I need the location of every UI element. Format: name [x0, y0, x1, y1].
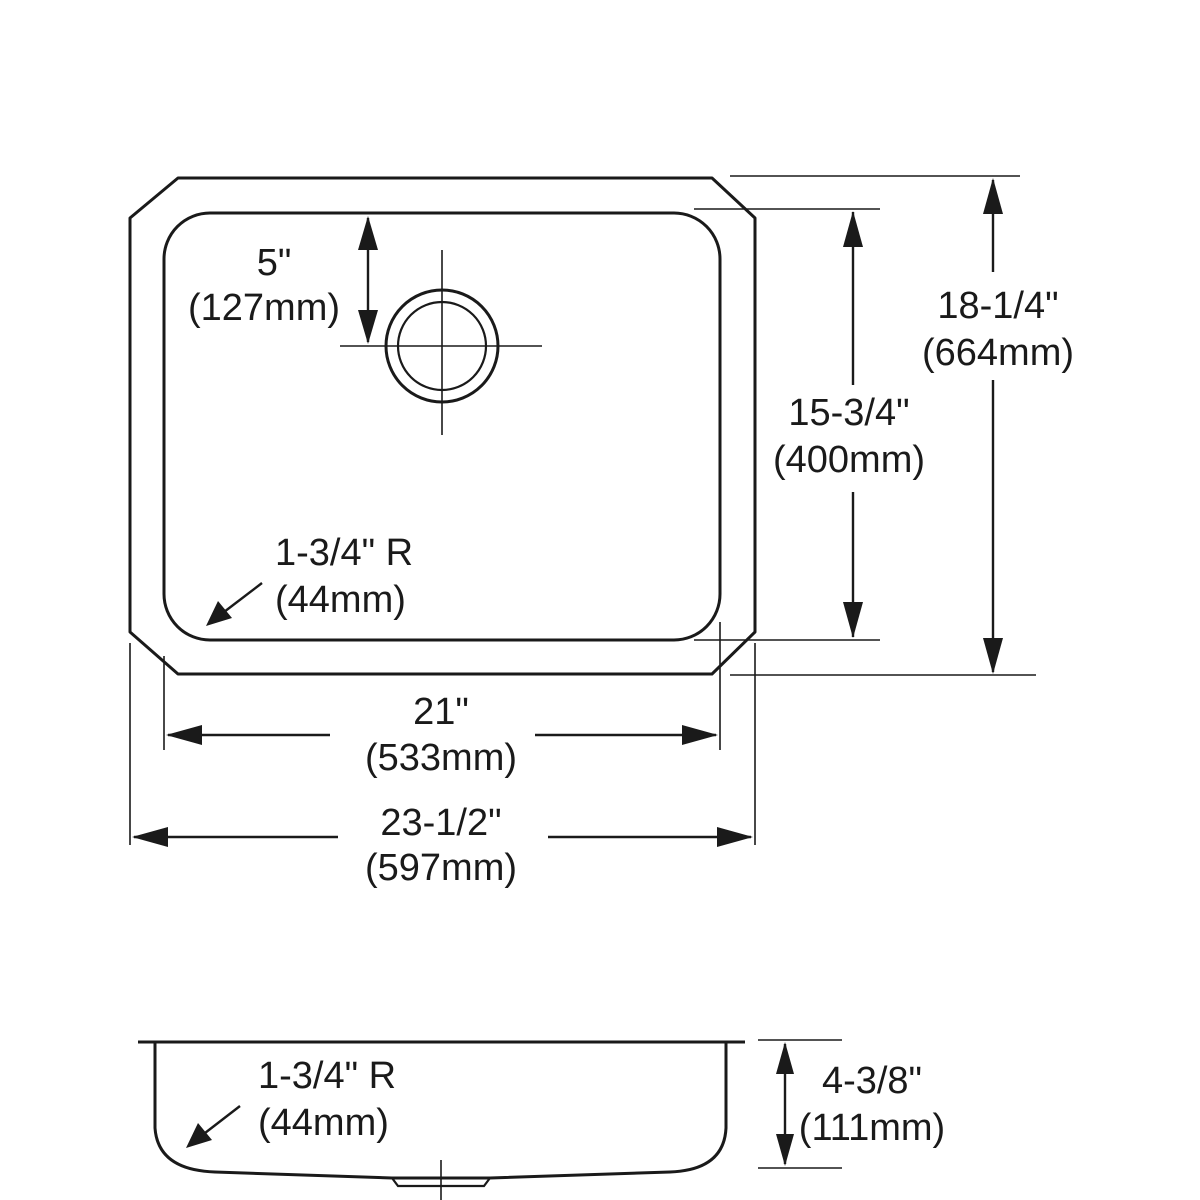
inner-width-inch: 21": [413, 691, 469, 733]
corner-radius-inch: 1-3/4" R: [275, 532, 413, 574]
inner-depth-dimension: [694, 208, 880, 641]
inner-depth-inch: 15-3/4": [788, 392, 909, 434]
drain-offset-dimension: [358, 216, 378, 344]
sink-outer-rim: [128, 176, 757, 676]
corner-radius-leader: [206, 582, 263, 626]
drain: [340, 250, 542, 435]
overall-width-inch: 23-1/2": [380, 802, 501, 844]
drain-offset-mm: (127mm): [188, 287, 340, 329]
section-bowl-profile: [153, 1042, 728, 1180]
drain-offset-inch: 5": [257, 242, 292, 284]
sink-inner-bowl: [162, 211, 722, 642]
overall-width-mm: (597mm): [365, 847, 517, 889]
inner-width-dimension: [163, 622, 721, 750]
bowl-height-inch: 4-3/8": [822, 1060, 922, 1102]
section-radius-inch: 1-3/4" R: [258, 1055, 396, 1097]
section-radius-mm: (44mm): [258, 1102, 389, 1144]
inner-width-mm: (533mm): [365, 737, 517, 779]
inner-depth-mm: (400mm): [773, 439, 925, 481]
bowl-height-dimension: [758, 1039, 842, 1169]
bowl-height-mm: (111mm): [799, 1107, 945, 1149]
section-view: 1-3/4" R (44mm) 4-3/8" (111mm): [138, 1039, 945, 1200]
section-radius-leader: [186, 1105, 241, 1148]
plan-view: 5" (127mm) 1-3/4" R (44mm) 15-3/4" (400m…: [128, 175, 1074, 889]
overall-depth-inch: 18-1/4": [937, 285, 1058, 327]
corner-radius-mm: (44mm): [275, 579, 406, 621]
overall-width-dimension: [129, 643, 756, 847]
overall-depth-mm: (664mm): [922, 332, 1074, 374]
overall-depth-dimension: [730, 175, 1036, 676]
